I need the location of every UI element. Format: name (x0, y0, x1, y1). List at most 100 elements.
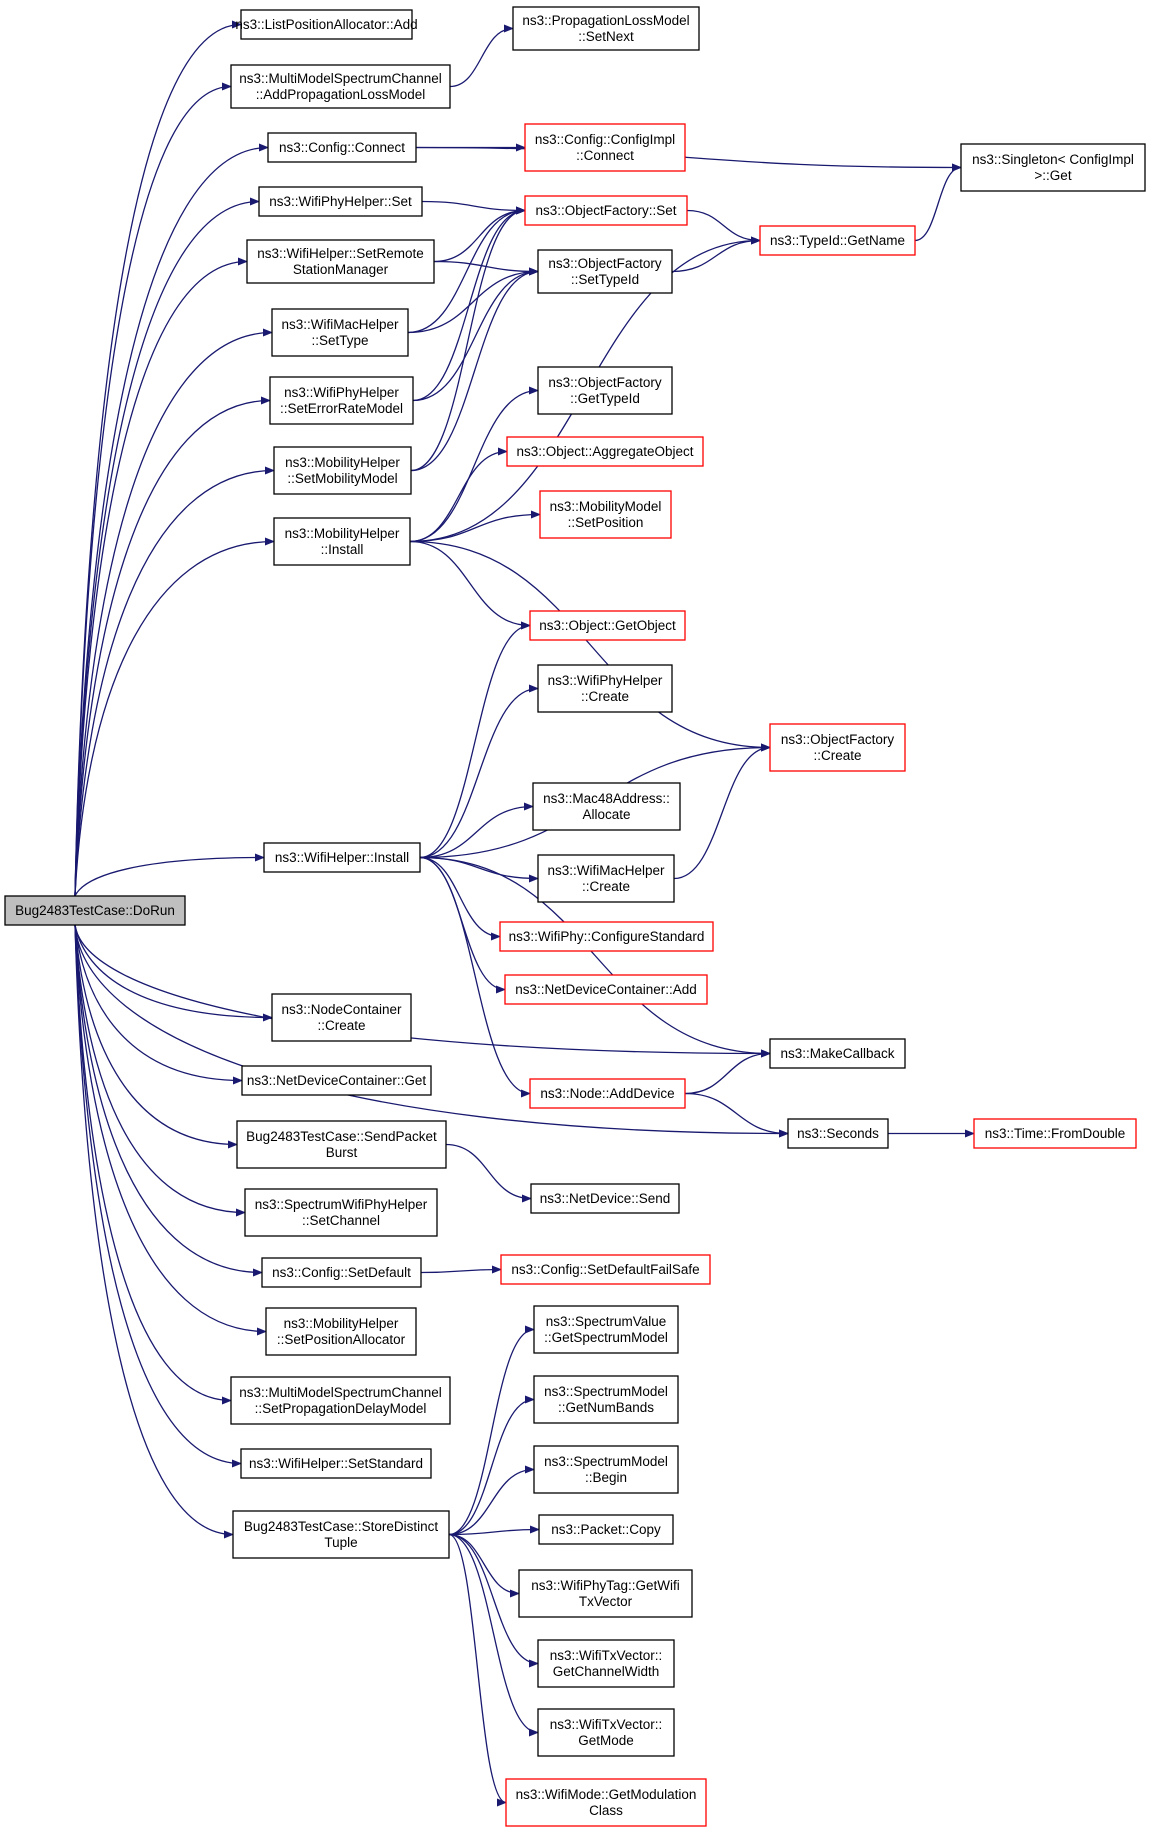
node-cfg_connect[interactable]: ns3::Config::Connect (267, 132, 417, 163)
node-wtxv_getmode[interactable]: ns3::WifiTxVector::GetMode (537, 1708, 675, 1757)
edge-root-to-wh_install (74, 853, 265, 897)
node-cfg_setdefaultfs[interactable]: ns3::Config::SetDefaultFailSafe (500, 1254, 711, 1285)
node-of_gettypeid[interactable]: ns3::ObjectFactory::GetTypeId (537, 366, 673, 415)
node-ndc_get[interactable]: ns3::NetDeviceContainer::Get (241, 1065, 432, 1096)
node-wmac_create[interactable]: ns3::WifiMacHelper::Create (537, 854, 675, 903)
edge-wh_install-to-makecallback (419, 856, 771, 1058)
node-wtxv_getcw[interactable]: ns3::WifiTxVector::GetChannelWidth (537, 1639, 675, 1688)
node-root[interactable]: Bug2483TestCase::DoRun (4, 895, 186, 926)
edge-node_adddevice-to-makecallback (684, 1049, 771, 1095)
node-box (538, 1514, 674, 1545)
node-box (258, 186, 423, 217)
node-wphy_seterm[interactable]: ns3::WifiPhyHelper::SetErrorRateModel (269, 376, 414, 425)
node-label-line: ::Create (813, 748, 861, 763)
node-cfgimpl_connect[interactable]: ns3::Config::ConfigImpl::Connect (524, 123, 686, 172)
node-obj_aggregate[interactable]: ns3::Object::AggregateObject (506, 436, 704, 467)
node-seconds[interactable]: ns3::Seconds (787, 1118, 889, 1149)
node-label-line: ::GetNumBands (558, 1400, 654, 1415)
node-box (505, 1778, 707, 1827)
node-sm_getnumbands[interactable]: ns3::SpectrumModel::GetNumBands (533, 1375, 679, 1424)
edge-root-to-mob_setmm (74, 466, 275, 897)
node-wphy_set[interactable]: ns3::WifiPhyHelper::Set (258, 186, 423, 217)
edges-layer (74, 20, 975, 1807)
node-box (533, 1305, 679, 1354)
node-box (265, 1307, 417, 1356)
node-label-line: ::SetMobilityModel (287, 471, 397, 486)
node-mm_setpos[interactable]: ns3::MobilityModel::SetPosition (539, 490, 672, 539)
node-wphy_create[interactable]: ns3::WifiPhyHelper::Create (537, 664, 673, 713)
node-label-line: ::Begin (585, 1470, 627, 1485)
node-box (787, 1118, 889, 1149)
node-of_create[interactable]: ns3::ObjectFactory::Create (769, 723, 906, 772)
node-label-line: Bug2483TestCase::DoRun (15, 903, 175, 918)
node-obj_getobject[interactable]: ns3::Object::GetObject (529, 610, 686, 641)
node-wifiphy_cfgstd[interactable]: ns3::WifiPhy::ConfigureStandard (499, 921, 714, 952)
node-sm_begin[interactable]: ns3::SpectrumModel::Begin (533, 1445, 679, 1494)
node-wmac_settype[interactable]: ns3::WifiMacHelper::SetType (271, 308, 409, 357)
node-label-line: ns3::NetDeviceContainer::Get (247, 1073, 427, 1088)
node-label-line: ns3::WifiPhyHelper (548, 673, 663, 688)
node-label-line: ns3::NetDeviceContainer::Add (515, 982, 697, 997)
node-wh_setstandard[interactable]: ns3::WifiHelper::SetStandard (240, 1448, 432, 1479)
node-label-line: ns3::MobilityHelper (285, 526, 400, 541)
node-label-line: ns3::WifiHelper::Install (275, 850, 409, 865)
node-label-line: ::GetSpectrumModel (544, 1330, 668, 1345)
edge-storedistinct-to-sm_getnumbands (448, 1395, 535, 1536)
node-label-line: ns3::MultiModelSpectrumChannel (239, 71, 442, 86)
node-makecallback[interactable]: ns3::MakeCallback (769, 1038, 906, 1069)
node-box (524, 123, 686, 172)
edge-sendpacketburst-to-netdev_send (445, 1143, 532, 1203)
node-box (236, 1120, 447, 1169)
node-label-line: TxVector (579, 1594, 633, 1609)
node-label-line: Allocate (582, 807, 630, 822)
node-box (537, 1708, 675, 1757)
node-label-line: ns3::ObjectFactory (548, 375, 662, 390)
node-box (230, 1376, 451, 1425)
node-nc_create[interactable]: ns3::NodeContainer::Create (271, 993, 412, 1042)
node-node_adddevice[interactable]: ns3::Node::AddDevice (529, 1078, 686, 1109)
node-box (537, 664, 673, 713)
node-lpa_add[interactable]: ns3::ListPositionAllocator::Add (235, 9, 418, 40)
edge-typeid_getname-to-singleton_get (914, 163, 962, 242)
node-mob_install[interactable]: ns3::MobilityHelper::Install (273, 517, 411, 566)
node-singleton_get[interactable]: ns3::Singleton< ConfigImpl>::Get (960, 143, 1146, 192)
node-label-line: ns3::WifiMacHelper (547, 863, 665, 878)
node-label-line: ns3::WifiPhyTag::GetWifi (531, 1578, 680, 1593)
edge-wmac_settype-to-of_settypeid (407, 267, 539, 334)
node-cfg_setdefault[interactable]: ns3::Config::SetDefault (261, 1257, 422, 1288)
node-label-line: ns3::SpectrumValue (546, 1314, 667, 1329)
node-label-line: ns3::WifiTxVector:: (550, 1648, 663, 1663)
node-mac48_alloc[interactable]: ns3::Mac48Address::Allocate (532, 782, 681, 831)
node-plm_setnext[interactable]: ns3::PropagationLossModel::SetNext (512, 6, 700, 51)
node-typeid_getname[interactable]: ns3::TypeId::GetName (759, 225, 916, 256)
node-swph_setchannel[interactable]: ns3::SpectrumWifiPhyHelper::SetChannel (244, 1188, 438, 1237)
node-box (759, 225, 916, 256)
node-of_set[interactable]: ns3::ObjectFactory::Set (524, 195, 688, 226)
edge-wmac_create-to-of_create (673, 743, 771, 880)
edge-root-to-wh_setrsm (74, 257, 248, 897)
node-mmsc_addplm[interactable]: ns3::MultiModelSpectrumChannel::AddPropa… (230, 64, 451, 109)
node-wh_install[interactable]: ns3::WifiHelper::Install (263, 842, 421, 873)
node-ndc_add[interactable]: ns3::NetDeviceContainer::Add (504, 974, 708, 1005)
node-sv_getsm[interactable]: ns3::SpectrumValue::GetSpectrumModel (533, 1305, 679, 1354)
node-packet_copy[interactable]: ns3::Packet::Copy (538, 1514, 674, 1545)
node-netdev_send[interactable]: ns3::NetDevice::Send (530, 1183, 680, 1214)
node-box (273, 517, 411, 566)
node-mob_setposalloc[interactable]: ns3::MobilityHelper::SetPositionAllocato… (265, 1307, 417, 1356)
node-box (504, 974, 708, 1005)
node-box (973, 1118, 1137, 1149)
node-mob_setmm[interactable]: ns3::MobilityHelper::SetMobilityModel (273, 446, 412, 495)
node-mmsc_setpdm[interactable]: ns3::MultiModelSpectrumChannel::SetPropa… (230, 1376, 451, 1425)
node-time_fromdouble[interactable]: ns3::Time::FromDouble (973, 1118, 1137, 1149)
edge-mmsc_addplm-to-plm_setnext (449, 24, 514, 88)
node-label-line: Tuple (324, 1535, 357, 1550)
edge-node_adddevice-to-seconds (684, 1092, 789, 1138)
node-of_settypeid[interactable]: ns3::ObjectFactory::SetTypeId (537, 249, 673, 294)
edge-root-to-mob_install (74, 537, 275, 897)
edge-root-to-wphy_seterm (74, 396, 271, 897)
